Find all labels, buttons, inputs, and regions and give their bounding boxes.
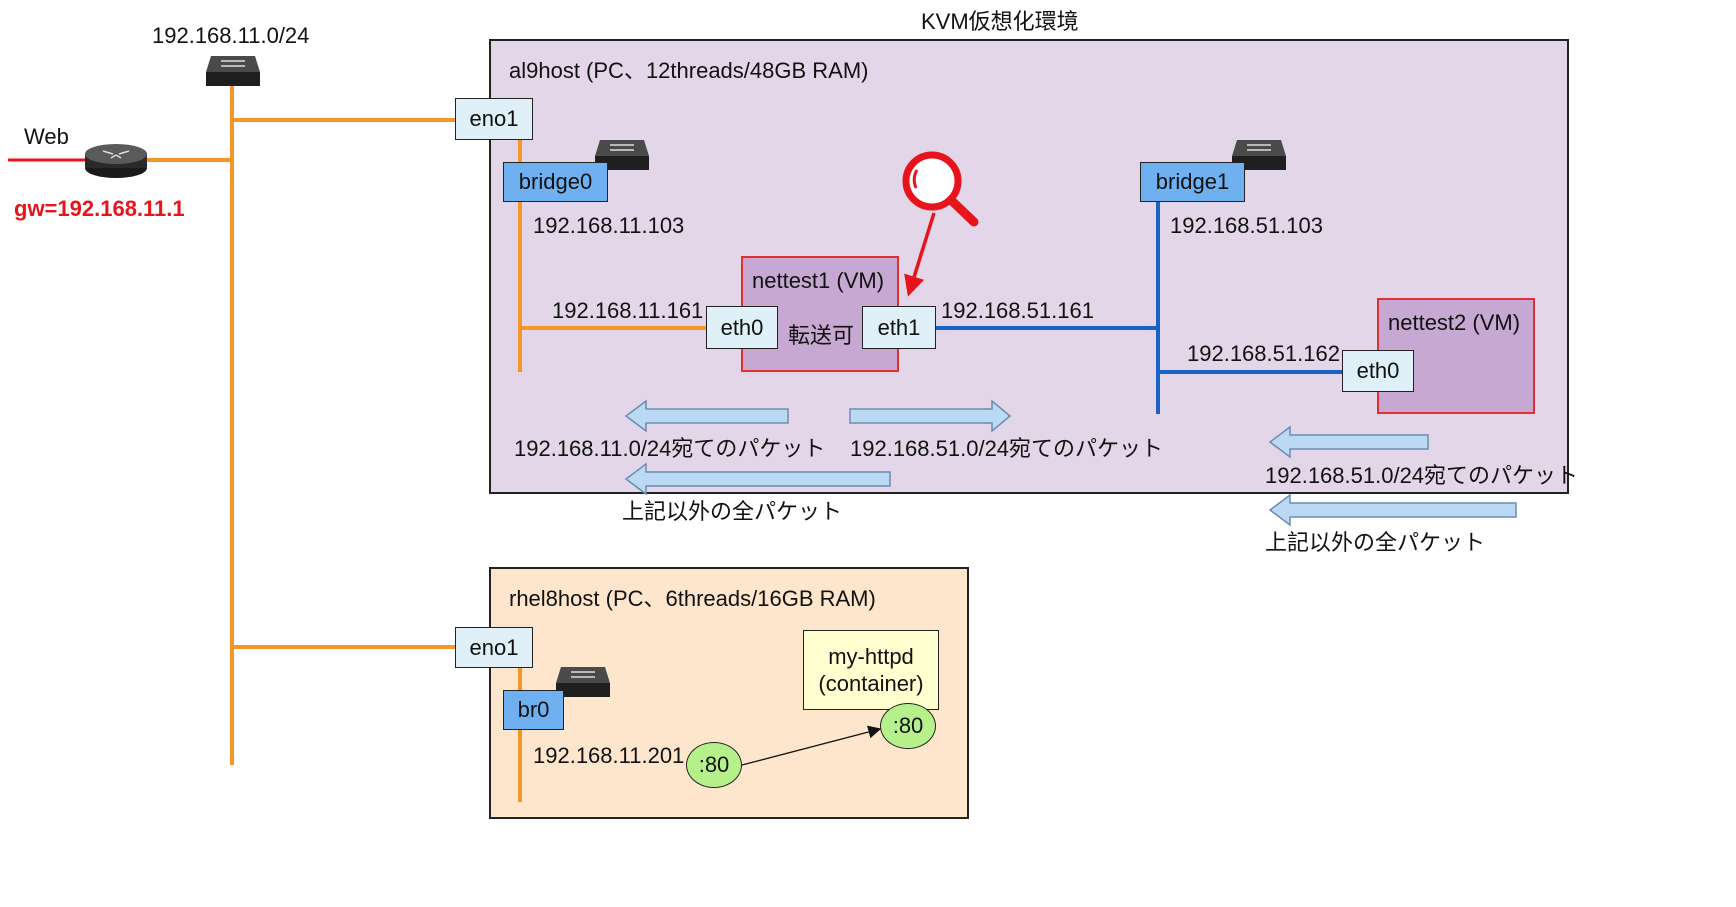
rhel8host-title: rhel8host (PC、6threads/16GB RAM) (509, 586, 876, 611)
diagram-title: KVM仮想化環境 (921, 9, 1079, 34)
arrow-vm2-other (1268, 493, 1517, 527)
blue-segment (936, 200, 1342, 414)
nettest1-title: nettest1 (VM) (752, 268, 885, 293)
forward-label: 転送可 (788, 323, 855, 348)
bridge0-interface: bridge0 (503, 162, 608, 202)
port-forward-arrow (741, 725, 882, 766)
magnifier-icon (902, 151, 979, 297)
container-port-80: :80 (880, 703, 936, 749)
container-type: (container) (818, 671, 924, 696)
bridge1-interface: bridge1 (1140, 162, 1245, 202)
arrow-left-subnet (624, 399, 789, 433)
switch-icon (1232, 140, 1286, 170)
nettest1-eth0-ip: 192.168.11.161 (552, 298, 704, 323)
nettest2-title: nettest2 (VM) (1388, 310, 1521, 335)
al9host-title: al9host (PC、12threads/48GB RAM) (509, 58, 869, 83)
left-subnet-label: 192.168.11.0/24宛てのパケット (514, 436, 826, 461)
br0-ip: 192.168.11.201 (533, 743, 685, 768)
nettest2-eth0: eth0 (1342, 350, 1414, 392)
switch-icon (206, 56, 260, 86)
web-label: Web (24, 124, 69, 149)
nettest1-eth0: eth0 (706, 306, 778, 349)
nettest1-eth1-ip: 192.168.51.161 (941, 298, 1094, 323)
bridge1-ip: 192.168.51.103 (1170, 213, 1323, 238)
subnet-label: 192.168.11.0/24 (152, 23, 310, 48)
packet-arrows (624, 399, 1517, 527)
nettest2-eth0-ip: 192.168.51.162 (1187, 341, 1340, 366)
gateway-label: gw=192.168.11.1 (14, 196, 185, 221)
vm2-subnet-label: 192.168.51.0/24宛てのパケット (1265, 463, 1579, 488)
container-name: my-httpd (828, 643, 914, 669)
switch-icon (595, 140, 649, 170)
arrow-vm2-subnet (1268, 425, 1429, 459)
container-box: my-httpd (container) (803, 630, 939, 710)
arrow-left-other (624, 462, 891, 496)
bridge0-ip: 192.168.11.103 (533, 213, 685, 238)
al9-eno1-interface: eno1 (455, 98, 533, 140)
br0-interface: br0 (503, 690, 564, 730)
vm2-other-label: 上記以外の全パケット (1265, 530, 1486, 555)
rhel8-eno1-interface: eno1 (455, 627, 533, 668)
arrow-right-subnet (849, 399, 1012, 433)
host-port-80: :80 (686, 742, 742, 788)
router-icon (85, 144, 147, 178)
nettest1-eth1: eth1 (862, 306, 936, 349)
switch-icon (556, 667, 610, 697)
left-other-label: 上記以外の全パケット (622, 499, 843, 524)
right-subnet-label: 192.168.51.0/24宛てのパケット (850, 436, 1164, 461)
